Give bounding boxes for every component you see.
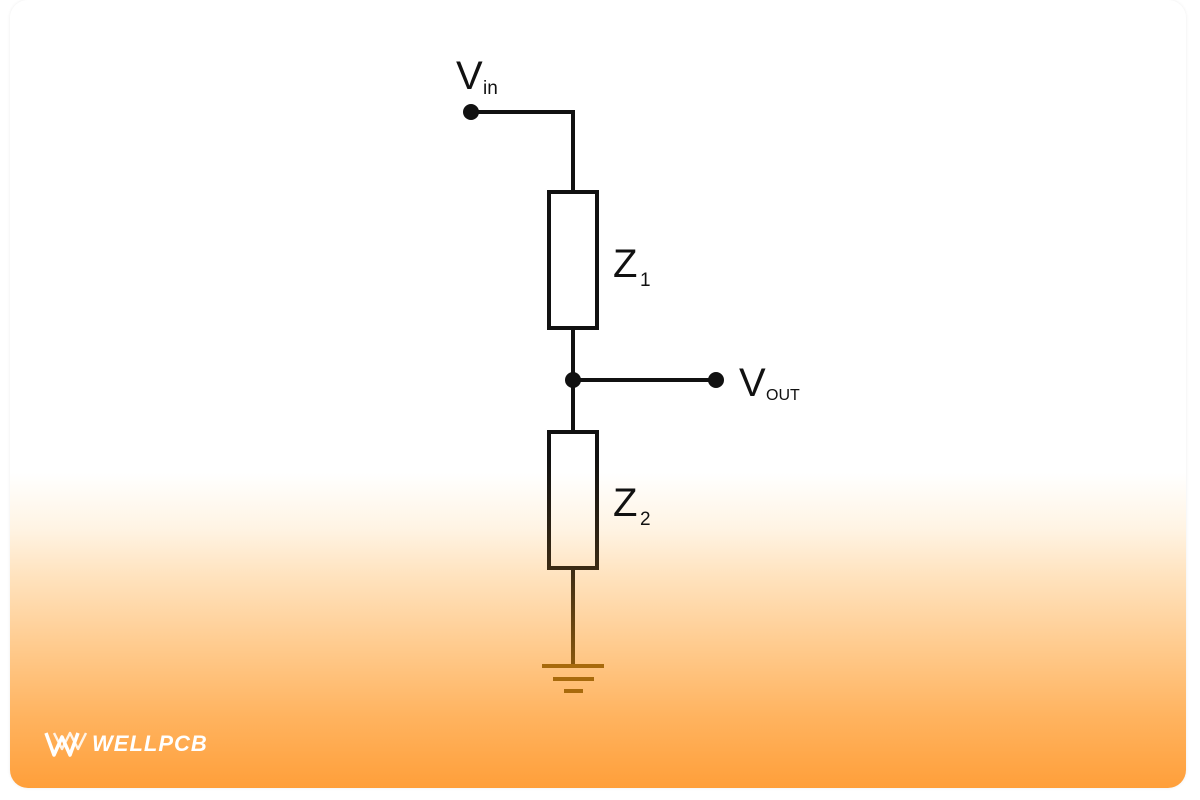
vin-sub-label: in [483,78,498,99]
vin-terminal [463,104,479,120]
wellpcb-logo: WELLPCB [44,728,208,760]
z2-label: Z [613,481,637,525]
z1-resistor [547,190,599,330]
z1-label: Z [613,242,637,286]
wellpcb-logo-text: WELLPCB [92,731,208,756]
node-junction [565,372,581,388]
vout-label: V [739,361,766,405]
vout-terminal [708,372,724,388]
z2-resistor [547,430,599,570]
vin-label: V [456,54,483,98]
z1-sub-label: 1 [640,270,651,291]
voltage-divider-diagram: V in Z 1 V OUT Z 2 [456,54,800,693]
z2-sub-label: 2 [640,509,651,530]
vout-sub-label: OUT [766,387,800,404]
diagram-card: V in Z 1 V OUT Z 2 WELLPCB [10,0,1186,788]
wellpcb-logo-icon [44,731,88,757]
ground-icon [542,664,604,693]
vin-wire [469,110,575,194]
